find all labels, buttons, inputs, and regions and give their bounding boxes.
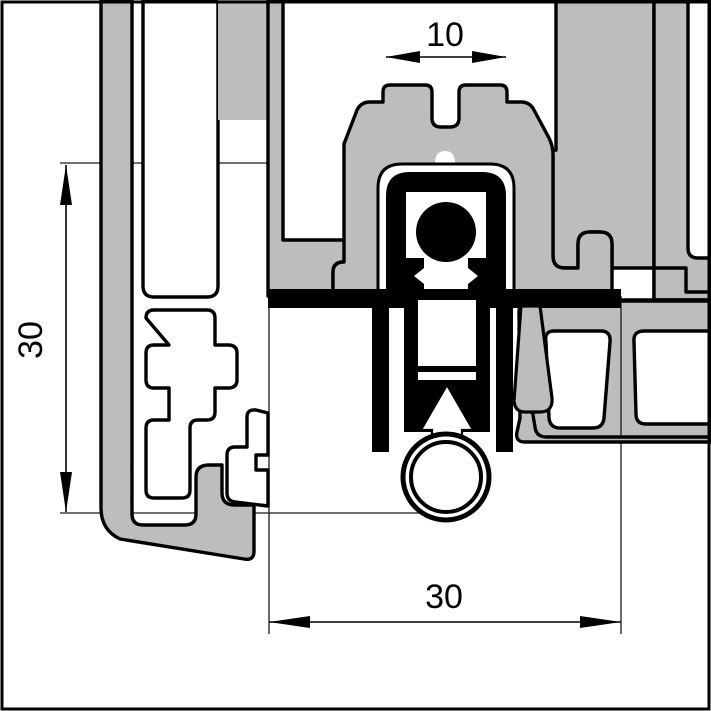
dim-30h-arrow-right bbox=[580, 616, 621, 628]
dim-10-arrow-right bbox=[472, 51, 506, 63]
sill-right-chamber bbox=[632, 329, 711, 426]
dim-30h-arrow-left bbox=[269, 616, 310, 628]
gray-tongue-piece bbox=[512, 304, 554, 414]
dim-width-30-group: 30 bbox=[269, 578, 621, 628]
black-seal-assembly bbox=[268, 162, 621, 523]
dim-30v-arrow-top bbox=[60, 165, 72, 205]
dimension-annotations: 10 30 30 bbox=[12, 16, 621, 628]
right-outer-chamber bbox=[686, 0, 711, 260]
seal-lower-gap bbox=[418, 372, 476, 380]
left-profile-hook-chamber bbox=[225, 408, 270, 508]
dim-30-vertical-label: 30 bbox=[12, 321, 50, 359]
seal-left-vertical-blade bbox=[372, 289, 389, 452]
seal-bulb-inner bbox=[409, 440, 483, 514]
seal-lower-box-interior bbox=[418, 300, 476, 366]
sill-left-chamber bbox=[543, 329, 612, 430]
dim-30v-arrow-bottom bbox=[60, 472, 72, 512]
seal-right-vertical-blade bbox=[496, 289, 513, 452]
seal-retaining-lip-left bbox=[406, 258, 424, 292]
dim-width-10-group: 10 bbox=[386, 16, 506, 63]
left-frame-profile bbox=[99, 0, 256, 562]
left-profile-t-slot bbox=[144, 308, 239, 500]
dim-height-30-group: 30 bbox=[12, 165, 72, 512]
dim-10-arrow-left bbox=[386, 51, 420, 63]
cable-core-circle bbox=[416, 202, 476, 262]
dim-30-horizontal-label: 30 bbox=[425, 578, 463, 616]
middle-upright-web bbox=[218, 0, 268, 120]
seal-retaining-lip-right bbox=[468, 258, 486, 292]
left-profile-chamber-upper bbox=[141, 0, 220, 299]
dim-10-label: 10 bbox=[426, 16, 464, 54]
seal-black-housing-frame bbox=[386, 172, 506, 298]
